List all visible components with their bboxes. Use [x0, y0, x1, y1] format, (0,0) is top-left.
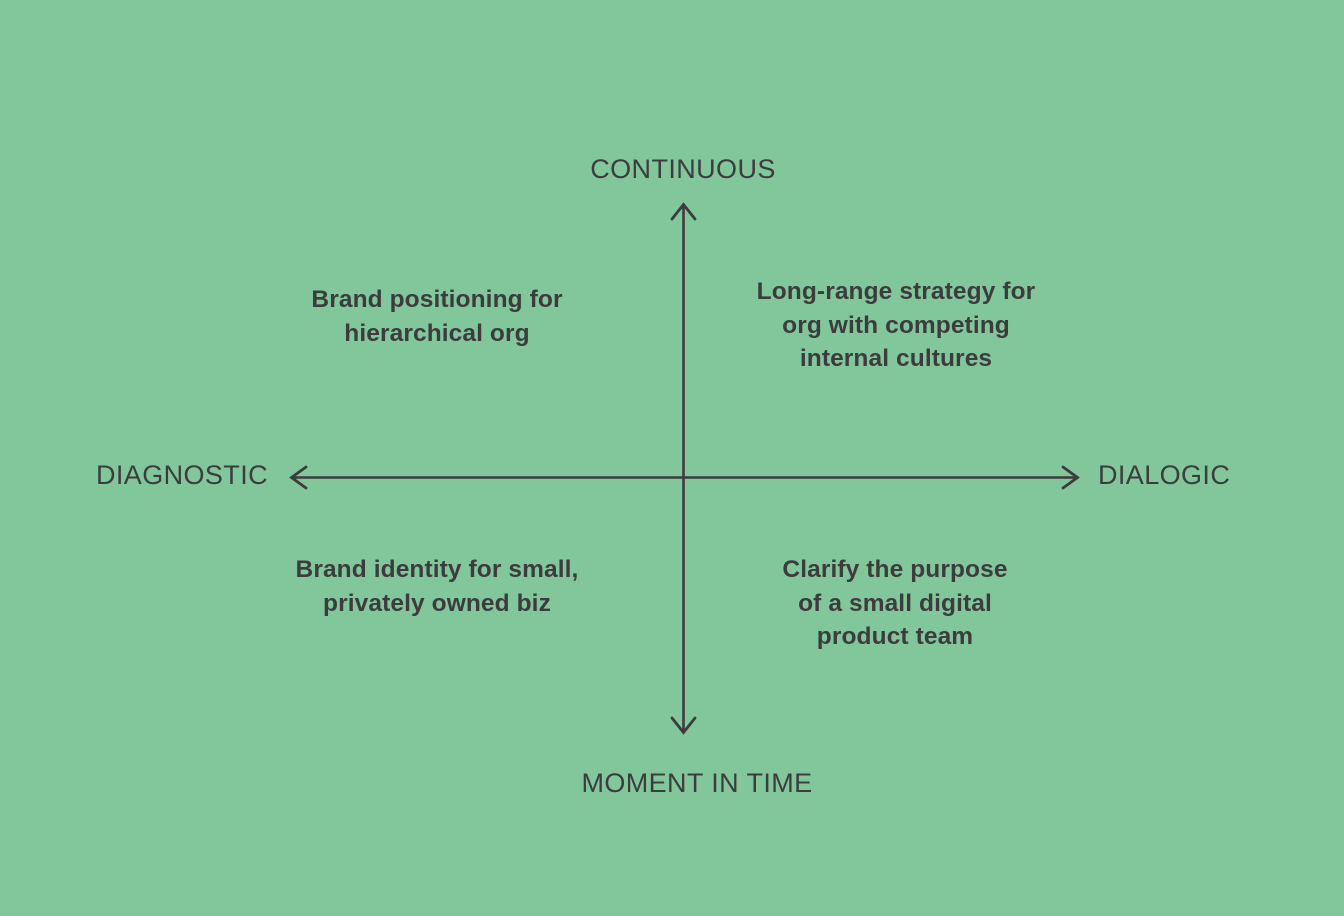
quadrant-item-top-left: Brand positioning for hierarchical org: [311, 286, 563, 347]
axis-label-continuous: CONTINUOUS: [590, 154, 776, 184]
quadrant-item-bottom-right: Clarify the purpose of a small digital p…: [782, 556, 1008, 650]
axis-arrow-down-icon: [670, 716, 697, 735]
axis-arrow-right-icon: [1061, 465, 1080, 490]
axis-arrow-up-icon: [670, 202, 697, 221]
quadrant-item-bottom-left: Brand identity for small, privately owne…: [295, 556, 579, 617]
quadrant-item-top-right: Long-range strategy for org with competi…: [756, 278, 1036, 372]
axis-label-dialogic: DIALOGIC: [1098, 460, 1231, 490]
axis-label-diagnostic: DIAGNOSTIC: [95, 460, 268, 490]
axis-arrow-left-icon: [289, 465, 308, 490]
axis-label-moment-in-time: MOMENT IN TIME: [581, 768, 813, 798]
